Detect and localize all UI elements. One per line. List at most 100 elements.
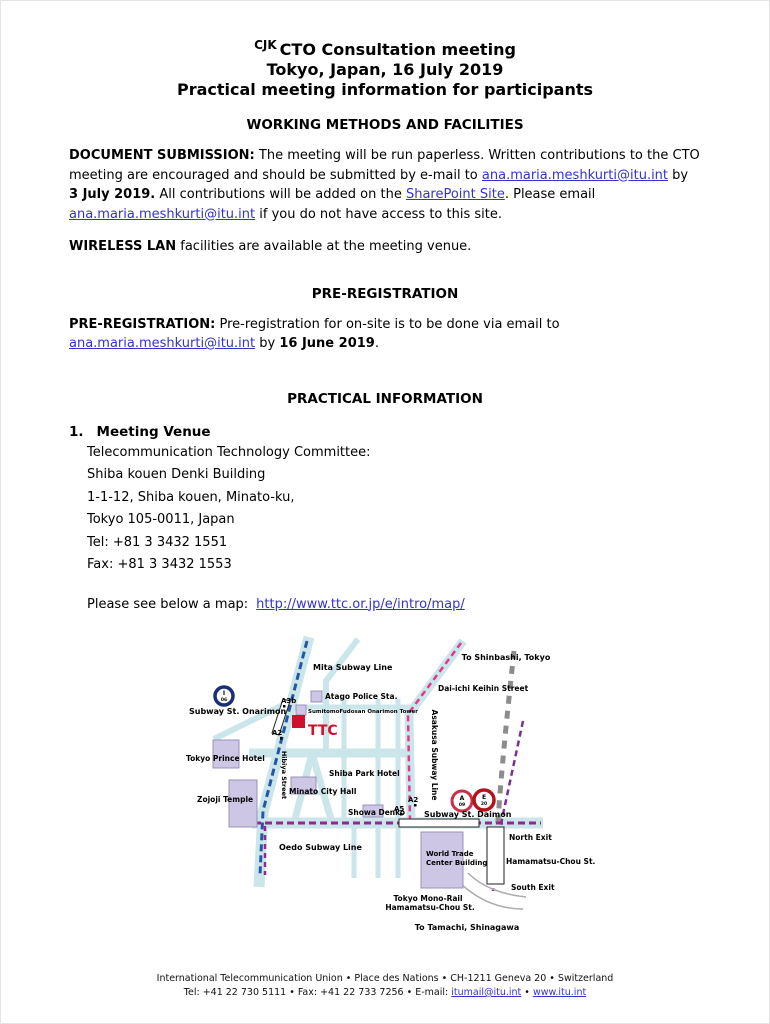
page-footer: International Telecommunication Union • … — [1, 972, 769, 1000]
monorail-line — [491, 720, 525, 891]
prereg-text-2: by — [255, 336, 280, 351]
venue-address-line: Telecommunication Technology Committee: — [87, 444, 371, 460]
doc-submission-text-4: . Please email — [504, 187, 596, 202]
deadline-contributions: 3 July 2019. — [69, 187, 156, 202]
sumitomo-building — [295, 704, 307, 715]
daimon-a-letter: A — [460, 795, 465, 802]
map-label-exit-a5: A5 — [394, 805, 404, 813]
daimon-oedo-marker: E 20 — [472, 787, 496, 812]
doc-submission-text-2: by — [668, 167, 689, 183]
map-label-monorail-2: Hamamatsu-Chou St. — [385, 903, 475, 912]
map-url-link[interactable]: http://www.ttc.or.jp/e/intro/map/ — [256, 596, 465, 612]
map-label-subway-daimon: Subway St. Daimon — [424, 810, 512, 819]
title-line-3: Practical meeting information for partic… — [176, 80, 594, 99]
map-label-world-trade-1: World Trade — [426, 850, 474, 858]
heading-working-methods: WORKING METHODS AND FACILITIES — [246, 117, 524, 133]
paragraph-wireless: WIRELESS LAN facilities are available at… — [69, 237, 701, 257]
map-label-hibiya-street: Hibiya Street — [280, 750, 288, 798]
email-link-3[interactable]: ana.maria.meshkurti@itu.int — [69, 336, 256, 351]
prereg-text-1: Pre-registration for on-site is to be do… — [215, 316, 560, 332]
prereg-text-3: . — [374, 336, 379, 351]
map-label-asakusa-line: Asakusa Subway Line — [430, 709, 439, 800]
heading-pre-registration: PRE-REGISTRATION — [311, 285, 459, 302]
onarimon-station-box — [271, 697, 291, 736]
map-label-showa-denko: Showa Denko — [348, 808, 405, 817]
venue-heading: 1. Meeting Venue — [69, 424, 701, 440]
map-prompt: Please see below a map: — [87, 596, 249, 612]
map-prompt-line: Please see below a map: http://www.ttc.or… — [87, 597, 701, 612]
map-label-exit-a2-daimon: A2 — [408, 796, 418, 804]
onarimon-station-marker: I 06 — [213, 684, 235, 707]
prereg-label: PRE-REGISTRATION: — [69, 316, 216, 332]
paragraph-pre-registration: PRE-REGISTRATION: Pre-registration for o… — [69, 315, 701, 354]
footer-line-2: Tel: +41 22 730 5111 • Fax: +41 22 733 7… — [1, 986, 769, 1000]
venue-address-line: Shiba kouen Denki Building — [87, 467, 266, 482]
access-road-curve — [467, 871, 527, 898]
map-rail-lines — [254, 640, 541, 910]
map-label-shiba-park: Shiba Park Hotel — [329, 769, 400, 778]
atago-police-building — [310, 690, 323, 702]
doc-submission-label: DOCUMENT SUBMISSION: — [69, 148, 255, 163]
doc-submission-text-5: if you do not have access to this site. — [255, 206, 502, 222]
map-label-world-trade-2: Center Building — [426, 859, 487, 867]
heading-practical-information: PRACTICAL INFORMATION — [287, 390, 483, 407]
venue-number: 1. — [69, 423, 84, 440]
paragraph-document-submission: DOCUMENT SUBMISSION: The meeting will be… — [69, 146, 701, 224]
mita-line — [258, 640, 309, 875]
zojoji-building — [228, 779, 258, 827]
map-buildings — [212, 690, 464, 888]
email-link-1[interactable]: ana.maria.meshkurti@itu.int — [481, 167, 669, 183]
map-label-exit-a3b: A3b — [281, 697, 296, 705]
map-exit-dots — [280, 704, 417, 815]
venue-title: Meeting Venue — [96, 423, 211, 440]
venue-map-svg: I 06 A 09 E 20 Mita Subway Line To Shinb… — [186, 635, 596, 932]
onarimon-code-letter: I — [223, 690, 225, 697]
map-label-monorail-1: Tokyo Mono-Rail — [393, 894, 462, 903]
daimon-e-letter: E — [482, 794, 486, 801]
footer-website-link[interactable]: www.itu.int — [532, 987, 587, 998]
venue-map: I 06 A 09 E 20 Mita Subway Line To Shinb… — [186, 635, 701, 975]
wireless-label: WIRELESS LAN — [69, 239, 177, 254]
map-label-minato-city-hall: Minato City Hall — [289, 787, 356, 796]
map-label-daiichi-keihin: Dai-ichi Keihin Street — [438, 684, 529, 693]
daimon-asakusa-marker: A 09 — [450, 789, 474, 812]
footer-separator: • — [521, 987, 533, 998]
map-label-atago-police: Atago Police Sta. — [325, 692, 398, 701]
daimon-a-num: 09 — [459, 802, 465, 808]
map-label-zojoji: Zojoji Temple — [197, 795, 253, 804]
footer-email-link[interactable]: itumail@itu.int — [451, 987, 522, 998]
tokyo-prince-building — [212, 739, 240, 768]
hamamatsu-station-box — [486, 826, 505, 884]
map-label-ttc: TTC — [308, 723, 338, 739]
minato-city-hall-building — [290, 776, 317, 794]
map-label-to-tamachi: To Tamachi, Shinagawa — [415, 923, 519, 932]
doc-submission-text-3: All contributions will be added on the — [155, 187, 406, 202]
title-superscript: CJK — [254, 38, 277, 52]
email-link-2[interactable]: ana.maria.meshkurti@itu.int — [69, 206, 256, 222]
map-label-to-shinbashi: To Shinbashi, Tokyo — [462, 653, 551, 662]
footer-contact: Tel: +41 22 730 5111 • Fax: +41 22 733 7… — [183, 987, 452, 998]
world-trade-building — [420, 831, 464, 888]
map-label-sumitomo-tower: SumitomoFudosan Onarimon Tower — [308, 709, 418, 715]
title-main: CTO Consultation meeting — [279, 40, 516, 59]
sharepoint-link[interactable]: SharePoint Site — [405, 187, 505, 202]
map-label-south-exit: South Exit — [511, 883, 555, 892]
wireless-text: facilities are available at the meeting … — [176, 239, 472, 254]
map-station-boxes — [271, 697, 505, 884]
ttc-building — [292, 714, 305, 728]
daimon-e-num: 20 — [481, 801, 487, 807]
venue-address-line: Tokyo 105-0011, Japan — [87, 512, 235, 527]
title-line-2: Tokyo, Japan, 16 July 2019 — [266, 60, 504, 79]
map-label-hamamatsu-st: Hamamatsu-Chou St. — [506, 857, 596, 866]
daimon-station-box — [398, 818, 480, 827]
map-label-tokyo-prince: Tokyo Prince Hotel — [186, 754, 265, 763]
venue-phone: Tel: +81 3 3432 1551 — [87, 534, 228, 550]
map-label-north-exit: North Exit — [509, 833, 552, 842]
footer-line-1: International Telecommunication Union • … — [156, 973, 614, 984]
doc-submission-text-1: The meeting will be run paperless. Writt… — [69, 148, 700, 183]
map-label-oedo-line: Oedo Subway Line — [279, 843, 362, 852]
